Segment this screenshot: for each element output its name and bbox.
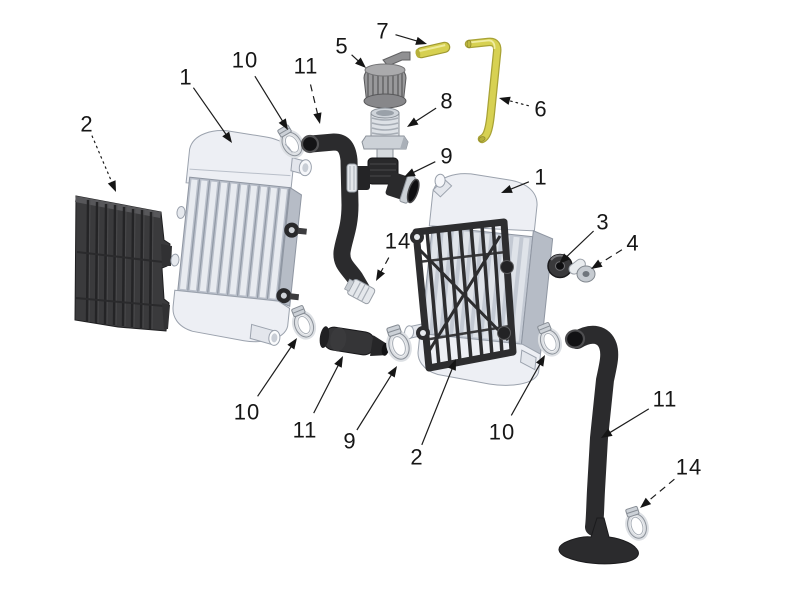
callout-line-1-1 <box>192 87 228 136</box>
hose-clamp-bottom-right <box>623 505 650 541</box>
guard-bolt <box>500 260 514 274</box>
callout-arrow-5-4 <box>355 57 366 68</box>
callout-label-10-13: 10 <box>234 400 260 425</box>
callout-label-9-7: 9 <box>440 144 453 169</box>
louver-slats <box>85 199 153 330</box>
callout-arrow-1-9 <box>501 185 513 193</box>
callout-label-10-2: 10 <box>232 48 258 73</box>
callout-arrow-14-19 <box>640 497 652 508</box>
callout-label-11-18: 11 <box>653 387 678 412</box>
callout-line-14-19 <box>646 478 675 503</box>
callout-label-2-0: 2 <box>80 112 93 137</box>
callout-arrow-14-12 <box>376 269 385 281</box>
callout-line-14-12 <box>379 257 390 274</box>
filler-neck <box>361 107 409 162</box>
callout-arrow-11-3 <box>313 112 322 124</box>
upper-hose-opening <box>300 134 320 154</box>
radiator-guard <box>410 218 517 372</box>
callout-label-6-8: 6 <box>534 97 547 122</box>
upper-hose-end-clamp <box>343 278 376 305</box>
radiator-cap <box>363 51 411 109</box>
elbow-fitting <box>346 157 420 204</box>
callout-arrow-2-0 <box>107 180 116 192</box>
lower-long-hose <box>558 325 639 565</box>
callout-label-11-3: 11 <box>294 54 319 79</box>
callout-line-9-7 <box>411 161 436 174</box>
callout-line-2-16 <box>421 367 454 446</box>
callout-arrow-6-8 <box>499 96 511 105</box>
callout-line-6-8 <box>507 99 530 107</box>
callout-line-11-14 <box>313 363 340 414</box>
callout-arrow-11-14 <box>334 356 343 368</box>
left-radiator <box>170 130 312 346</box>
vent-hose-long <box>464 37 502 144</box>
callout-arrow-9-15 <box>387 366 397 378</box>
callout-line-2-0 <box>91 135 114 185</box>
callout-line-1-9 <box>509 181 530 191</box>
callout-line-4-11 <box>598 249 623 265</box>
callout-arrow-10-17 <box>535 355 545 367</box>
callout-arrow-2-16 <box>448 359 456 371</box>
callout-label-5-4: 5 <box>335 34 348 59</box>
hose-foot <box>558 517 639 565</box>
callout-line-10-17 <box>510 362 542 416</box>
callout-line-11-3 <box>309 84 319 116</box>
callout-line-10-2 <box>254 75 284 123</box>
callout-label-3-10: 3 <box>596 210 609 235</box>
callout-label-14-12: 14 <box>385 229 411 254</box>
left-louver <box>74 195 172 332</box>
callout-arrow-11-18 <box>601 428 613 438</box>
guard-bolt <box>497 326 511 340</box>
hose-clamp-lower-left <box>289 304 317 340</box>
long-hose-opening <box>564 329 586 349</box>
crossover-hose <box>319 326 389 356</box>
callout-label-7-5: 7 <box>376 19 389 44</box>
callout-arrow-10-2 <box>278 118 288 130</box>
callout-label-11-14: 11 <box>293 418 318 443</box>
callout-arrow-1-1 <box>222 131 232 143</box>
callout-label-9-15: 9 <box>343 429 356 454</box>
callout-line-7-5 <box>395 34 419 42</box>
vent-hose-short <box>415 41 451 59</box>
callout-label-4-11: 4 <box>626 231 639 256</box>
callout-line-11-18 <box>608 408 650 434</box>
callout-arrow-7-5 <box>415 36 427 45</box>
callout-label-1-9: 1 <box>534 165 547 190</box>
guard-rods <box>425 222 504 367</box>
callout-arrow-4-11 <box>591 259 603 269</box>
callout-line-10-13 <box>257 345 293 397</box>
callout-layer: 2 1 10 11 5 7 8 9 6 1 34 14 10 11 9 2 10 11 14 <box>80 19 702 508</box>
upper-hose <box>300 133 371 299</box>
callout-line-3-10 <box>565 230 595 259</box>
callout-label-2-16: 2 <box>410 445 423 470</box>
callout-arrow-9-7 <box>404 168 416 177</box>
callout-line-8-6 <box>414 107 437 123</box>
callout-arrow-10-13 <box>287 338 297 350</box>
callout-arrow-8-6 <box>407 117 419 127</box>
callout-label-1-1: 1 <box>179 65 192 90</box>
callout-label-10-17: 10 <box>489 420 515 445</box>
washer <box>568 258 596 283</box>
callout-line-9-15 <box>356 373 393 431</box>
callout-label-8-6: 8 <box>440 89 453 114</box>
callout-label-14-19: 14 <box>676 455 702 480</box>
callout-arrow-3-10 <box>559 253 570 264</box>
